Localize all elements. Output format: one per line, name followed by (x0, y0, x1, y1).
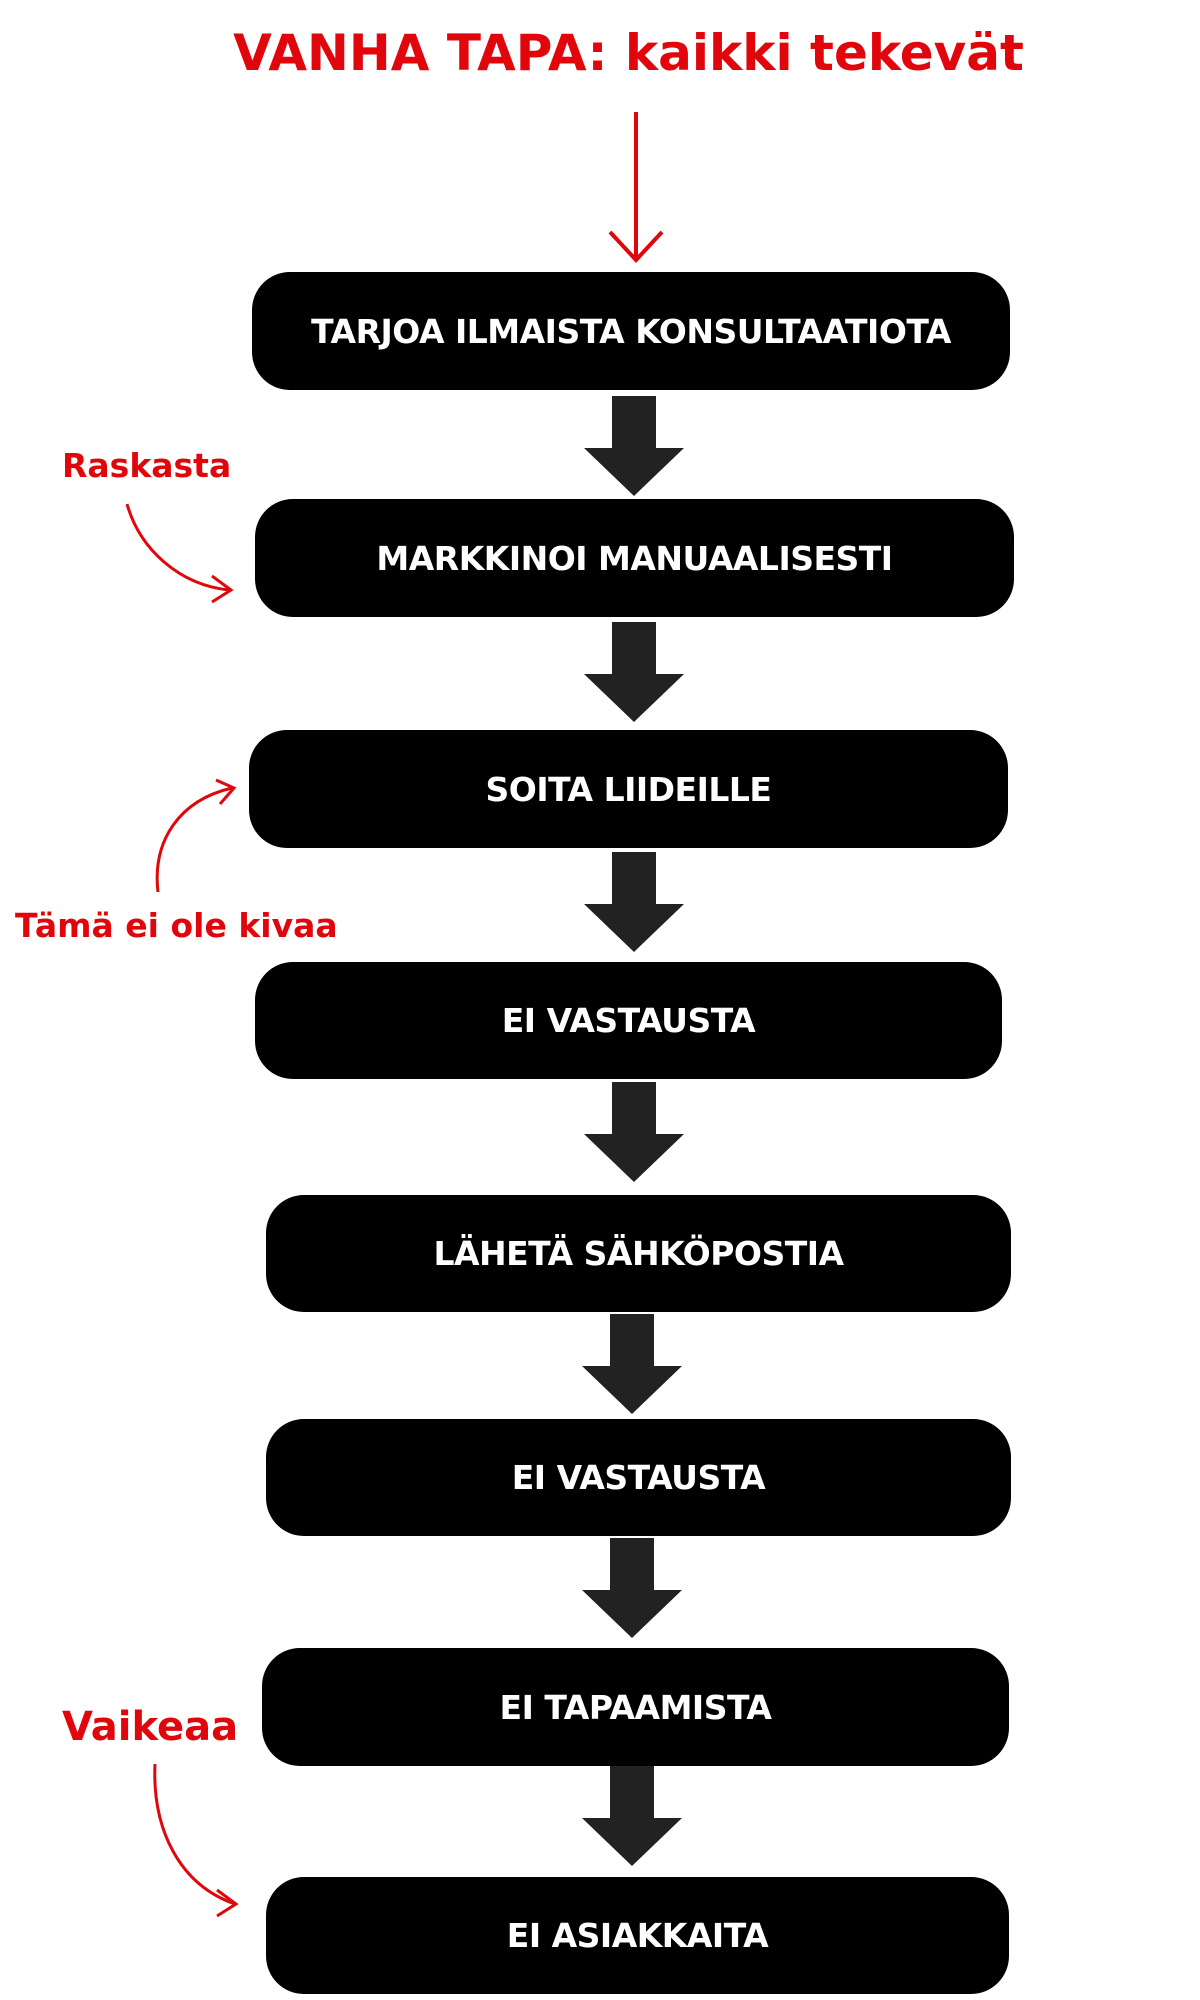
annotation-arrow-2 (155, 778, 237, 893)
flow-arrow-6 (582, 1538, 682, 1638)
step-box-2: MARKKINOI MANUAALISESTI (255, 499, 1014, 617)
annotation-raskasta: Raskasta (62, 446, 232, 485)
step-label: TARJOA ILMAISTA KONSULTAATIOTA (311, 311, 951, 351)
annotation-arrow-3 (153, 1763, 239, 1918)
diagram-title: VANHA TAPA: kaikki tekevät (233, 24, 1024, 82)
step-label: EI TAPAAMISTA (499, 1687, 772, 1727)
flow-arrow-7 (582, 1766, 682, 1866)
flow-arrow-5 (582, 1314, 682, 1414)
step-box-7: EI TAPAAMISTA (262, 1648, 1009, 1766)
flow-arrow-4 (584, 1082, 684, 1182)
step-box-1: TARJOA ILMAISTA KONSULTAATIOTA (252, 272, 1010, 390)
step-box-5: LÄHETÄ SÄHKÖPOSTIA (266, 1195, 1011, 1312)
step-label: SOITA LIIDEILLE (485, 769, 772, 809)
flow-arrow-3 (584, 852, 684, 952)
step-label: EI VASTAUSTA (511, 1458, 766, 1497)
step-box-3: SOITA LIIDEILLE (249, 730, 1008, 848)
step-label: MARKKINOI MANUAALISESTI (376, 538, 893, 578)
step-box-6: EI VASTAUSTA (266, 1419, 1011, 1536)
flow-arrow-2 (584, 622, 684, 722)
annotation-vaikeaa: Vaikeaa (62, 1704, 239, 1750)
annotation-tama-ei-ole-kivaa: Tämä ei ole kivaa (15, 906, 338, 945)
step-box-4: EI VASTAUSTA (255, 962, 1002, 1079)
flow-arrow-1 (584, 396, 684, 496)
step-box-8: EI ASIAKKAITA (266, 1877, 1009, 1994)
annotation-arrow-1 (125, 503, 234, 604)
step-label: EI ASIAKKAITA (506, 1916, 769, 1955)
step-label: LÄHETÄ SÄHKÖPOSTIA (433, 1234, 844, 1273)
step-label: EI VASTAUSTA (501, 1001, 756, 1040)
title-arrow (608, 112, 664, 263)
